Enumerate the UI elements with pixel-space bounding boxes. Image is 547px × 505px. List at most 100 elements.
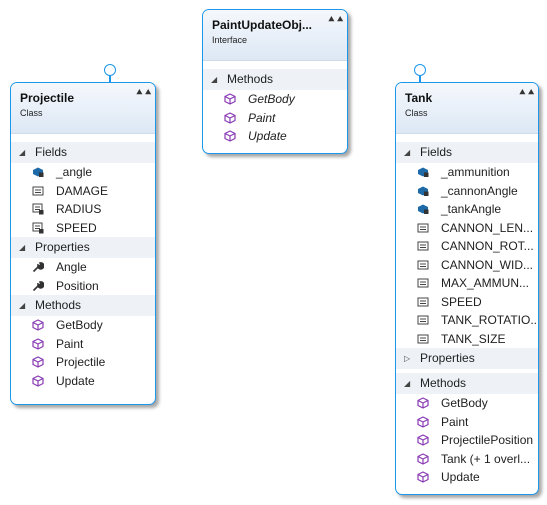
fields-section-header[interactable]: ◢ Fields [11,142,155,163]
field-item[interactable]: CANNON_ROT... [396,237,538,256]
method-item[interactable]: Update [11,372,155,391]
paint-update-object-interface[interactable]: PaintUpdateObj... Interface ⯅⯅ ◢ Methods… [202,9,348,154]
field-item[interactable]: DAMAGE [11,182,155,201]
methods-label: Methods [35,298,82,312]
field-name: CANNON_ROT... [441,239,534,253]
properties-section-header[interactable]: ▷ Properties [396,348,538,369]
fields-label: Fields [420,145,453,159]
method-name: Update [56,373,95,388]
field-item[interactable]: CANNON_WID... [396,256,538,275]
constant-icon [417,297,429,306]
spacer [203,61,347,69]
methods-label: Methods [420,376,467,390]
constant-icon [417,223,429,232]
field-item[interactable]: TANK_SIZE [396,330,538,349]
constant-icon [32,186,44,195]
field-item[interactable]: TANK_ROTATIO... [396,311,538,330]
fields-section-header[interactable]: ◢ Fields [396,142,538,163]
private-constant-icon [32,203,44,215]
collapse-icon[interactable]: ⯅⯅ [135,87,153,99]
private-field-icon [33,167,44,177]
method-name: Projectile [56,355,106,369]
field-item[interactable]: SPEED [11,219,155,238]
method-cube-icon [32,337,44,350]
field-name: SPEED [441,294,482,309]
interface-title: PaintUpdateObj... [212,18,313,32]
method-item[interactable]: ProjectilePosition [396,431,538,450]
private-field-icon [418,167,429,177]
interface-header: PaintUpdateObj... Interface ⯅⯅ [203,10,347,61]
method-name: Paint [248,110,276,125]
method-name: GetBody [248,92,295,106]
method-item[interactable]: GetBody [11,316,155,335]
method-name: Update [248,129,287,143]
field-name: TANK_ROTATIO... [441,313,539,327]
field-name: _ammunition [441,165,510,179]
field-name: _cannonAngle [441,183,518,198]
method-cube-icon [417,415,429,428]
class-kind: Class [405,108,428,118]
field-item[interactable]: _tankAngle [396,200,538,219]
field-name: _angle [56,165,93,179]
field-name: DAMAGE [56,183,109,198]
methods-label: Methods [227,72,274,86]
properties-label: Properties [420,351,475,365]
method-item[interactable]: GetBody [203,90,347,109]
method-item[interactable]: Paint [203,109,347,128]
expanded-triangle-icon: ◢ [404,379,411,388]
private-field-icon [418,186,429,196]
method-item[interactable]: Paint [11,335,155,354]
method-item[interactable]: Tank (+ 1 overl... [396,450,538,469]
field-item[interactable]: _cannonAngle [396,182,538,201]
method-cube-icon [32,356,44,368]
private-constant-icon [32,222,44,233]
wrench-icon [32,262,44,273]
method-cube-icon [417,397,429,409]
class-title: Projectile [20,91,75,105]
projectile-class[interactable]: Projectile Class ⯅⯅ ◢ Fields _angle DAMA… [10,82,156,405]
methods-section-header[interactable]: ◢ Methods [396,373,538,394]
method-name: GetBody [441,396,488,410]
field-item[interactable]: _angle [11,163,155,182]
field-name: TANK_SIZE [441,331,506,346]
class-kind: Class [20,108,43,118]
method-item[interactable]: Update [396,468,538,487]
field-item[interactable]: SPEED [396,293,538,312]
method-cube-icon [32,319,44,331]
method-item[interactable]: Paint [396,413,538,432]
constant-icon [417,334,429,343]
method-name: Update [441,470,480,484]
field-name: CANNON_LEN... [441,220,534,235]
method-item[interactable]: GetBody [396,394,538,413]
field-item[interactable]: CANNON_LEN... [396,219,538,238]
method-item[interactable]: Update [203,127,347,146]
collapse-icon[interactable]: ⯅⯅ [327,14,345,26]
field-name: RADIUS [56,202,102,216]
spacer [11,134,155,142]
private-field-icon [418,204,429,214]
methods-section-header[interactable]: ◢ Methods [11,295,155,316]
method-name: Tank (+ 1 overl... [441,451,531,466]
expanded-triangle-icon: ◢ [19,243,26,252]
field-item[interactable]: MAX_AMMUN... [396,274,538,293]
properties-section-header[interactable]: ◢ Properties [11,237,155,258]
property-item[interactable]: Position [11,277,155,296]
spacer [396,134,538,142]
collapse-icon[interactable]: ⯅⯅ [518,87,536,99]
interface-lollipop-icon [414,64,426,76]
method-cube-icon [224,111,236,124]
field-name: CANNON_WID... [441,257,534,272]
method-cube-icon [417,452,429,465]
field-item[interactable]: RADIUS [11,200,155,219]
interface-lollipop-icon [104,64,116,76]
methods-section-header[interactable]: ◢ Methods [203,69,347,90]
method-name: Paint [56,336,84,351]
property-name: Angle [56,260,87,274]
method-item[interactable]: Projectile [11,353,155,372]
constant-icon [417,241,429,251]
field-item[interactable]: _ammunition [396,163,538,182]
property-item[interactable]: Angle [11,258,155,277]
expanded-triangle-icon: ◢ [404,148,411,157]
tank-class[interactable]: Tank Class ⯅⯅ ◢ Fields _ammunition _cann… [395,82,539,495]
class-header: Tank Class ⯅⯅ [396,83,538,134]
